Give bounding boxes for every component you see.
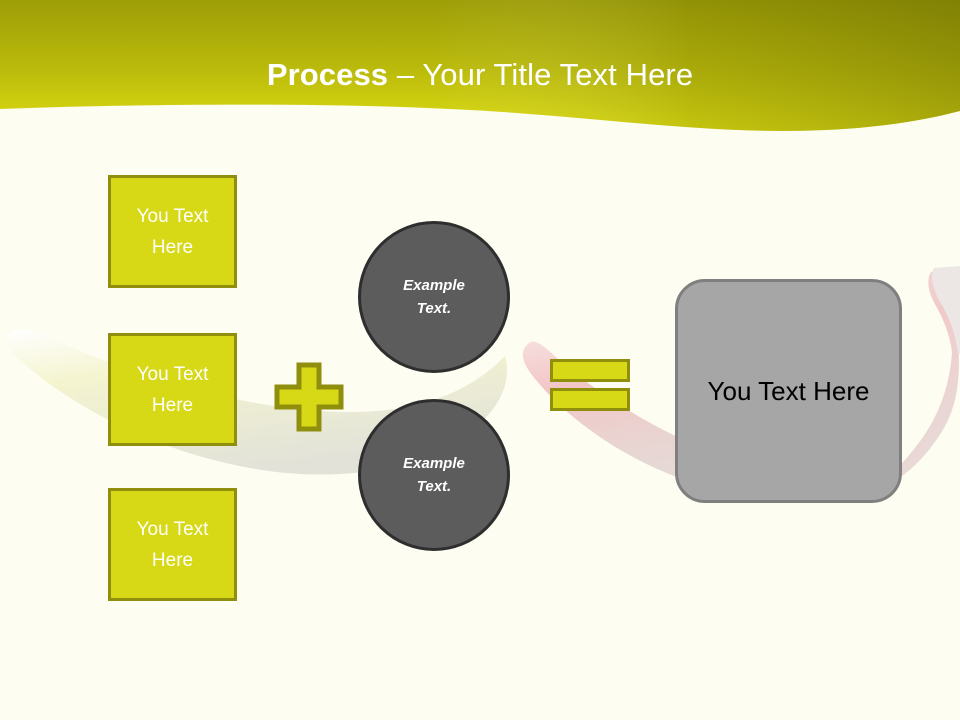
- result-box-label: You Text Here: [707, 376, 870, 406]
- equals-bar-bottom: [550, 388, 630, 411]
- input-box-3[interactable]: You Text Here: [108, 488, 237, 601]
- result-box[interactable]: You Text Here: [675, 279, 902, 503]
- process-circle-1[interactable]: Example Text.: [358, 221, 510, 373]
- equals-bar-top: [550, 359, 630, 382]
- input-box-1-label: You Text Here: [136, 205, 209, 258]
- input-box-3-label: You Text Here: [136, 518, 209, 571]
- process-circle-2[interactable]: Example Text.: [358, 399, 510, 551]
- equals-operator-icon: [550, 359, 630, 411]
- input-box-2-label: You Text Here: [136, 363, 209, 416]
- slide-title-rest: – Your Title Text Here: [388, 57, 694, 92]
- input-box-2[interactable]: You Text Here: [108, 333, 237, 446]
- input-box-1[interactable]: You Text Here: [108, 175, 237, 288]
- process-circle-1-label: Example Text.: [403, 277, 465, 317]
- process-circle-2-label: Example Text.: [403, 455, 465, 495]
- slide-title: Process – Your Title Text Here: [0, 55, 960, 95]
- slide-title-strong: Process: [266, 57, 389, 92]
- plus-operator-icon: [274, 362, 344, 432]
